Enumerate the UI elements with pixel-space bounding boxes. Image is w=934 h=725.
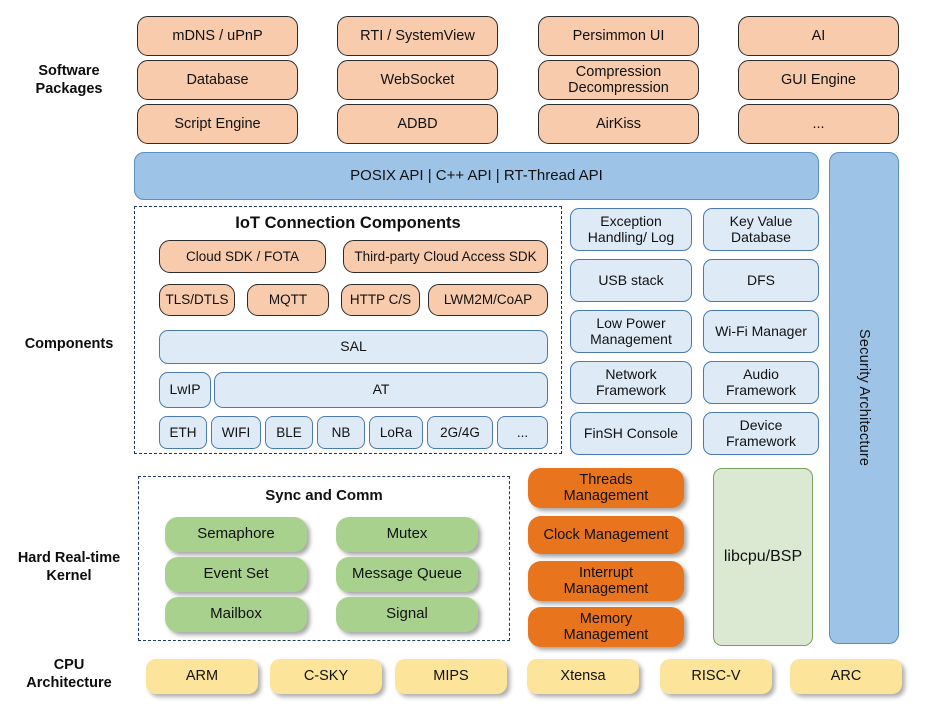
iot-protocol-box[interactable]: MQTT: [247, 284, 329, 316]
sync-and-comm-title: Sync and Comm: [265, 487, 383, 504]
cpu-arch-box[interactable]: Xtensa: [527, 659, 639, 694]
iot-link-box[interactable]: LoRa: [369, 416, 423, 449]
row-label-components: Components: [24, 336, 114, 352]
component-box[interactable]: Audio Framework: [703, 361, 819, 404]
iot-connection-components-title: IoT Connection Components: [235, 214, 461, 232]
iot-lwip-box[interactable]: LwIP: [159, 372, 211, 408]
iot-link-box[interactable]: WIFI: [211, 416, 261, 449]
iot-protocol-box[interactable]: TLS/DTLS: [159, 284, 235, 316]
row-label-software-packages: Software Packages: [35, 63, 103, 98]
iot-link-box[interactable]: NB: [317, 416, 365, 449]
cpu-arch-box[interactable]: C-SKY: [270, 659, 382, 694]
iot-cloud-box[interactable]: Third-party Cloud Access SDK: [343, 240, 548, 273]
package-box[interactable]: Persimmon UI: [538, 16, 699, 56]
package-box[interactable]: ADBD: [337, 104, 498, 144]
package-box[interactable]: AirKiss: [538, 104, 699, 144]
kernel-management-box[interactable]: Memory Management: [528, 607, 684, 647]
component-box[interactable]: DFS: [703, 259, 819, 302]
package-box[interactable]: ...: [738, 104, 899, 144]
component-box[interactable]: Network Framework: [570, 361, 692, 404]
package-box[interactable]: Script Engine: [137, 104, 298, 144]
package-box[interactable]: mDNS / uPnP: [137, 16, 298, 56]
component-box[interactable]: Device Framework: [703, 412, 819, 455]
iot-cloud-box[interactable]: Cloud SDK / FOTA: [159, 240, 326, 273]
iot-link-box[interactable]: 2G/4G: [427, 416, 493, 449]
kernel-sync-box[interactable]: Event Set: [165, 557, 307, 592]
row-label-cpu-architecture: CPU Architecture: [26, 657, 112, 692]
kernel-sync-box[interactable]: Mailbox: [165, 597, 307, 632]
cpu-arch-box[interactable]: RISC-V: [660, 659, 772, 694]
component-box[interactable]: Exception Handling/ Log: [570, 208, 692, 251]
kernel-management-box[interactable]: Threads Management: [528, 468, 684, 508]
package-box[interactable]: Database: [137, 60, 298, 100]
package-box[interactable]: RTI / SystemView: [337, 16, 498, 56]
libcpu-bsp-box[interactable]: libcpu/BSP: [713, 468, 813, 646]
component-box[interactable]: Wi-Fi Manager: [703, 310, 819, 353]
package-box[interactable]: Compression Decompression: [538, 60, 699, 100]
iot-protocol-box[interactable]: LWM2M/CoAP: [428, 284, 548, 316]
component-box[interactable]: FinSH Console: [570, 412, 692, 455]
kernel-management-box[interactable]: Clock Management: [528, 516, 684, 554]
cpu-arch-box[interactable]: ARC: [790, 659, 902, 694]
iot-connection-components-group: [134, 206, 562, 454]
iot-link-box[interactable]: BLE: [265, 416, 313, 449]
security-architecture-bar[interactable]: Security Architecture: [829, 152, 899, 644]
cpu-arch-box[interactable]: ARM: [146, 659, 258, 694]
kernel-sync-box[interactable]: Mutex: [336, 517, 478, 552]
component-box[interactable]: Low Power Management: [570, 310, 692, 353]
package-box[interactable]: AI: [738, 16, 899, 56]
iot-link-box[interactable]: ...: [497, 416, 548, 449]
sync-and-comm-group: [138, 476, 510, 641]
component-box[interactable]: USB stack: [570, 259, 692, 302]
kernel-management-box[interactable]: Interrupt Management: [528, 561, 684, 601]
security-architecture-label: Security Architecture: [856, 329, 873, 467]
kernel-sync-box[interactable]: Semaphore: [165, 517, 307, 552]
iot-sal-box[interactable]: SAL: [159, 330, 548, 364]
package-box[interactable]: WebSocket: [337, 60, 498, 100]
component-box[interactable]: Key Value Database: [703, 208, 819, 251]
iot-protocol-box[interactable]: HTTP C/S: [341, 284, 420, 316]
kernel-sync-box[interactable]: Signal: [336, 597, 478, 632]
kernel-sync-box[interactable]: Message Queue: [336, 557, 478, 592]
row-label-kernel: Hard Real-time Kernel: [17, 550, 121, 585]
cpu-arch-box[interactable]: MIPS: [395, 659, 507, 694]
api-layer-bar[interactable]: POSIX API | C++ API | RT-Thread API: [134, 152, 819, 200]
package-box[interactable]: GUI Engine: [738, 60, 899, 100]
iot-link-box[interactable]: ETH: [159, 416, 207, 449]
iot-at-box[interactable]: AT: [214, 372, 548, 408]
